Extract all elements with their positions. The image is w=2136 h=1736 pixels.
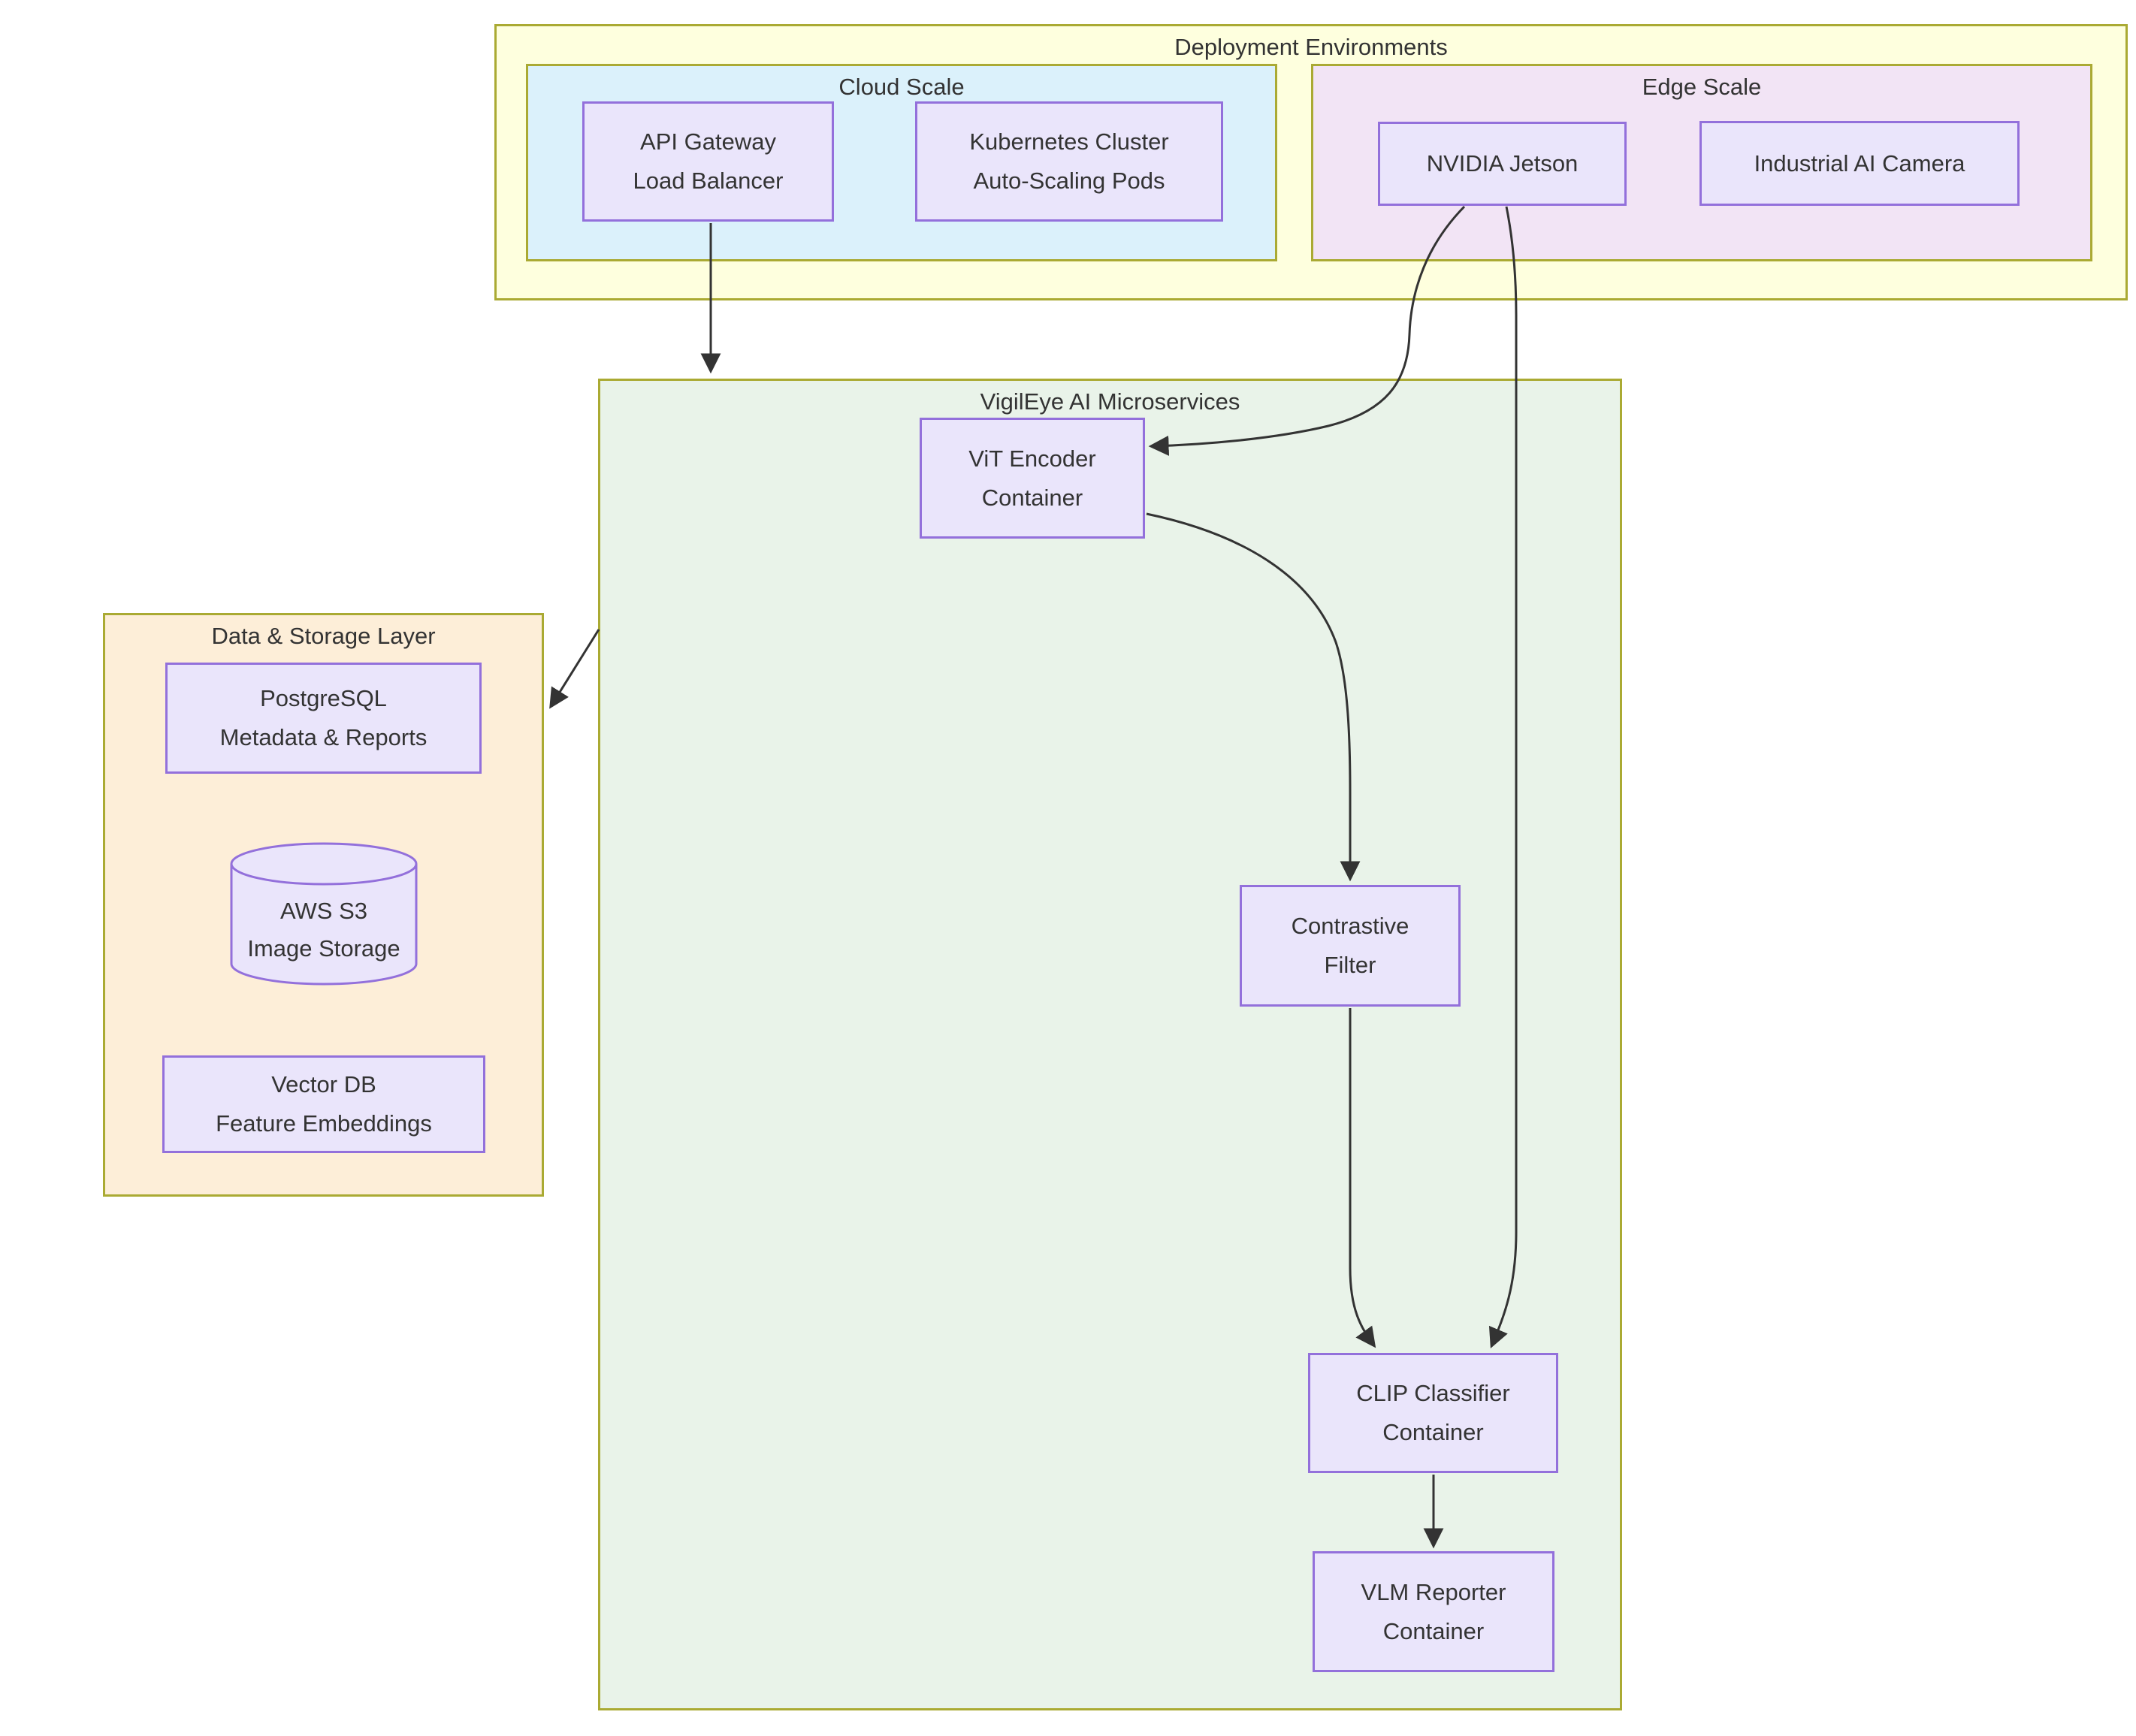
node-clip-line2: Container xyxy=(1382,1419,1484,1445)
node-contrastive-filter: Contrastive Filter xyxy=(1240,885,1461,1007)
edge-jetson-to-clip-classifier xyxy=(1488,206,1518,1348)
cluster-edge-title: Edge Scale xyxy=(1642,74,1762,100)
node-api-gateway-line2: Load Balancer xyxy=(633,168,784,194)
s3-cylinder-icon xyxy=(230,842,418,986)
node-postgres-line1: PostgreSQL xyxy=(260,685,387,711)
cluster-deployment-title: Deployment Environments xyxy=(1174,34,1448,60)
node-s3-line1: AWS S3 xyxy=(280,898,367,924)
edge-jetson-to-vit-encoder xyxy=(1148,205,1466,456)
node-kubernetes-line1: Kubernetes Cluster xyxy=(969,128,1169,155)
node-postgres-line2: Metadata & Reports xyxy=(219,724,428,750)
node-clip-classifier: CLIP Classifier Container xyxy=(1308,1353,1558,1473)
node-kubernetes-cluster: Kubernetes Cluster Auto-Scaling Pods xyxy=(915,101,1223,222)
node-api-gateway-line1: API Gateway xyxy=(640,128,776,155)
node-s3-line2: Image Storage xyxy=(247,935,400,962)
edge-vit-to-contrastive xyxy=(1146,512,1361,882)
node-contrastive-line1: Contrastive xyxy=(1291,913,1409,939)
edge-contrastive-to-clip xyxy=(1349,1008,1376,1348)
cluster-cloud-title: Cloud Scale xyxy=(838,74,965,100)
node-aws-s3-label: AWS S3 Image Storage xyxy=(231,892,416,968)
node-vlm-reporter: VLM Reporter Container xyxy=(1313,1551,1554,1672)
node-vit-line1: ViT Encoder xyxy=(968,445,1096,472)
node-api-gateway: API Gateway Load Balancer xyxy=(582,101,834,222)
node-industrial-ai-camera: Industrial AI Camera xyxy=(1699,121,2020,206)
node-vectordb-line1: Vector DB xyxy=(271,1071,376,1097)
node-nvidia-jetson: NVIDIA Jetson xyxy=(1378,122,1627,206)
edge-vigileye-to-storage xyxy=(549,629,600,709)
node-kubernetes-line2: Auto-Scaling Pods xyxy=(973,168,1165,194)
node-contrastive-line2: Filter xyxy=(1324,952,1376,978)
node-clip-line1: CLIP Classifier xyxy=(1356,1380,1510,1406)
node-postgresql: PostgreSQL Metadata & Reports xyxy=(165,663,482,774)
node-vectordb-line2: Feature Embeddings xyxy=(216,1110,432,1137)
node-jetson-line1: NVIDIA Jetson xyxy=(1426,150,1579,177)
node-vit-encoder: ViT Encoder Container xyxy=(920,418,1145,539)
cluster-storage-title: Data & Storage Layer xyxy=(211,623,436,649)
node-camera-line1: Industrial AI Camera xyxy=(1754,149,1965,177)
node-vlm-line1: VLM Reporter xyxy=(1361,1578,1506,1605)
cluster-vigileye-title: VigilEye AI Microservices xyxy=(980,388,1240,415)
node-vlm-line2: Container xyxy=(1382,1617,1485,1644)
cluster-vigileye-microservices: VigilEye AI Microservices xyxy=(598,379,1622,1710)
node-vector-db: Vector DB Feature Embeddings xyxy=(162,1055,485,1153)
node-vit-line2: Container xyxy=(981,484,1083,511)
